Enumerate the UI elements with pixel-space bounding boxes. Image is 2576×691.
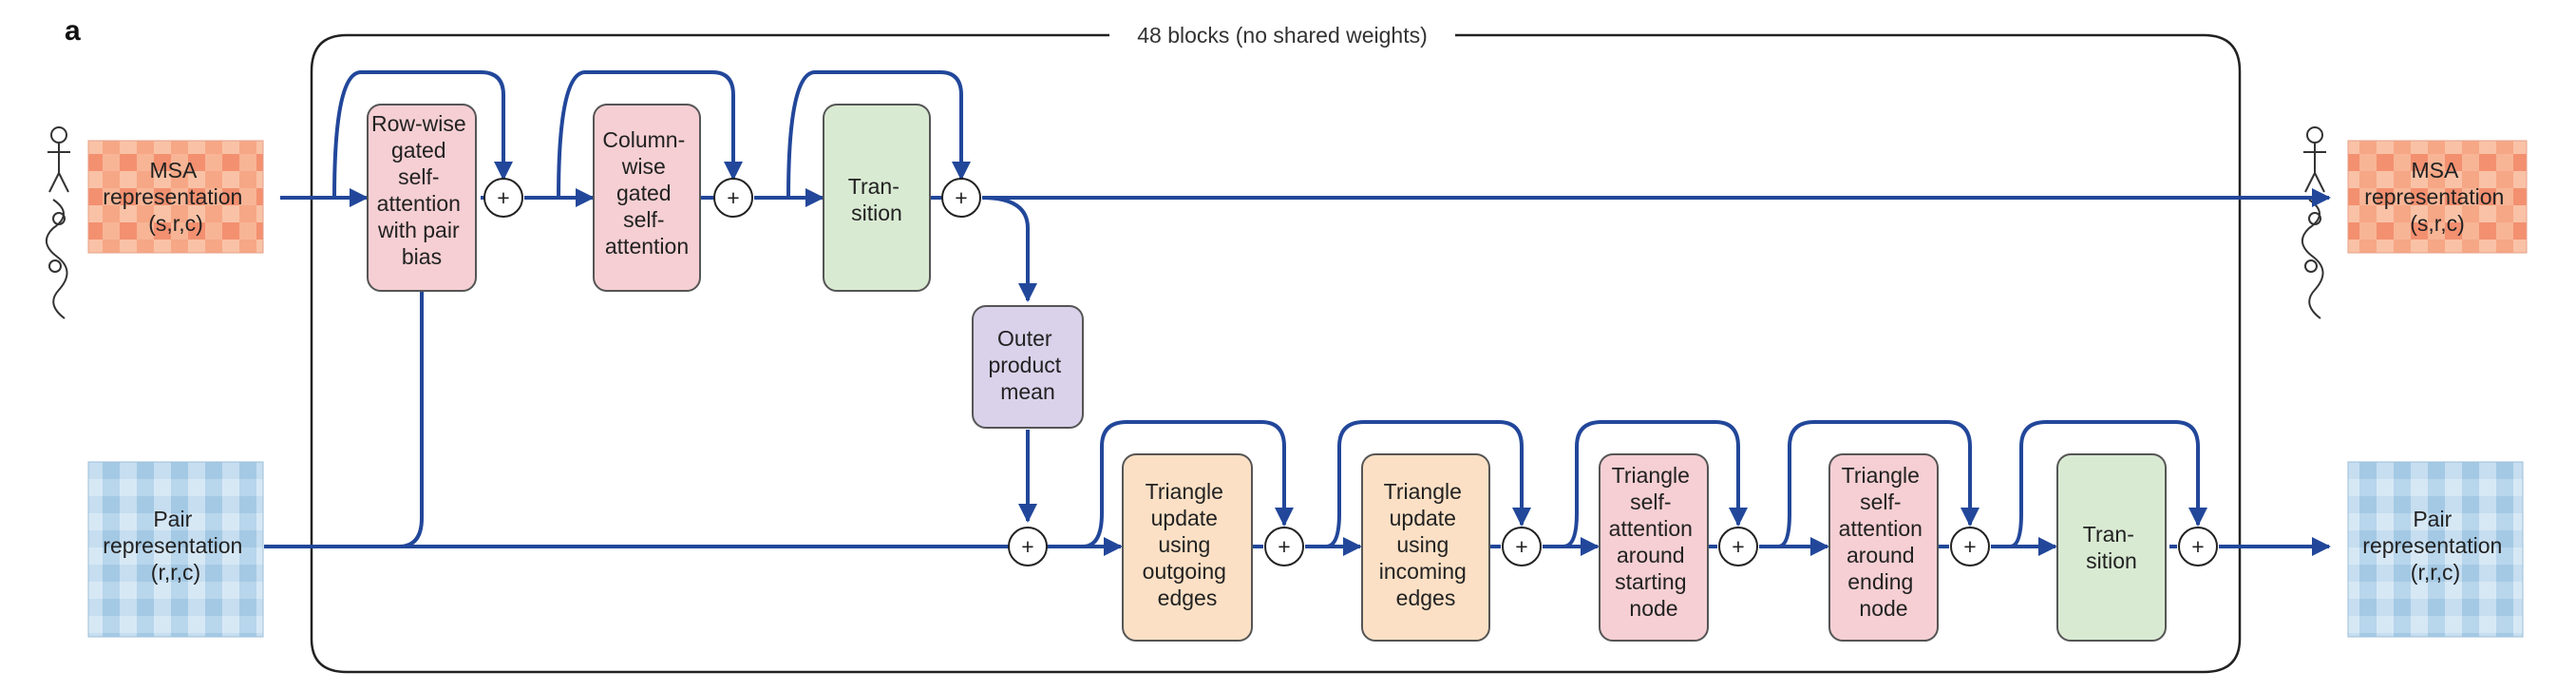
protein-icon	[46, 126, 70, 319]
msa-input-label: MSA representation (s,r,c)	[103, 158, 248, 236]
svg-text:+: +	[1021, 534, 1033, 559]
msa-input: MSA representation (s,r,c)	[46, 126, 264, 319]
panel-label: a	[65, 15, 81, 47]
svg-text:Tran- sition: Tran- sition	[2083, 522, 2141, 573]
svg-text:+: +	[1515, 534, 1527, 559]
sum-node: +	[713, 178, 753, 218]
svg-text:Triangle self- att: Triangle self- attention around ending n…	[1839, 463, 1929, 621]
pair-output: Pair representation (r,r,c)	[2347, 461, 2524, 638]
pair-input: Pair representation (r,r,c)	[87, 461, 264, 638]
svg-text:+: +	[1732, 534, 1744, 559]
svg-text:+: +	[727, 185, 739, 210]
column-wise-attention-box: Column- wise gated self- attention	[593, 104, 701, 292]
sum-node: +	[483, 178, 523, 218]
sum-node: +	[1718, 527, 1758, 566]
triangle-attention-ending-box: Triangle self- attention around ending n…	[1828, 453, 1939, 642]
svg-text:Column- wise gated: Column- wise gated self- attention	[602, 127, 691, 259]
svg-text:+: +	[1278, 534, 1290, 559]
msa-output: MSA representation (s,r,c)	[2301, 126, 2528, 319]
outer-block-title: 48 blocks (no shared weights)	[1137, 23, 1428, 48]
msa-transition-box: Tran- sition	[823, 104, 931, 292]
msa-output-label: MSA representation (s,r,c)	[2364, 158, 2510, 236]
outer-product-mean-box: Outer product mean	[972, 305, 1084, 429]
triangle-update-incoming-box: Triangle update using incoming edges	[1361, 453, 1490, 642]
svg-text:Triangle update us: Triangle update using outgoing edges	[1143, 479, 1233, 610]
svg-text:+: +	[1963, 534, 1976, 559]
svg-text:Outer product mean: Outer product mean	[988, 326, 1067, 404]
svg-text:+: +	[955, 185, 967, 210]
svg-text:+: +	[2191, 534, 2204, 559]
svg-text:Row-wise gated sel: Row-wise gated self- attention with pair…	[371, 111, 472, 269]
sum-node: +	[1950, 527, 1990, 566]
sum-node: +	[1502, 527, 1542, 566]
pair-track-arrows	[264, 268, 2331, 556]
triangle-update-outgoing-box: Triangle update using outgoing edges	[1122, 453, 1253, 642]
row-wise-attention-box: Row-wise gated self- attention with pair…	[367, 104, 477, 292]
triangle-attention-starting-box: Triangle self- attention around starting…	[1599, 453, 1709, 642]
svg-text:+: +	[497, 185, 509, 210]
pair-transition-box: Tran- sition	[2056, 453, 2167, 642]
pair-output-label: Pair representation (r,r,c)	[2362, 507, 2508, 585]
outer-block-frame	[310, 33, 2242, 674]
svg-text:Triangle self- att: Triangle self- attention around starting…	[1609, 463, 1699, 621]
msa-track-arrows	[280, 70, 2331, 523]
protein-icon	[2301, 126, 2326, 319]
sum-node: +	[1264, 527, 1304, 566]
sum-node: +	[2178, 527, 2218, 566]
svg-text:Tran- sition: Tran- sition	[848, 174, 906, 225]
svg-text:Triangle update us: Triangle update using incoming edges	[1379, 479, 1472, 610]
sum-node: +	[1008, 527, 1048, 566]
sum-node: +	[941, 178, 981, 218]
pair-input-label: Pair representation (r,r,c)	[103, 507, 248, 585]
